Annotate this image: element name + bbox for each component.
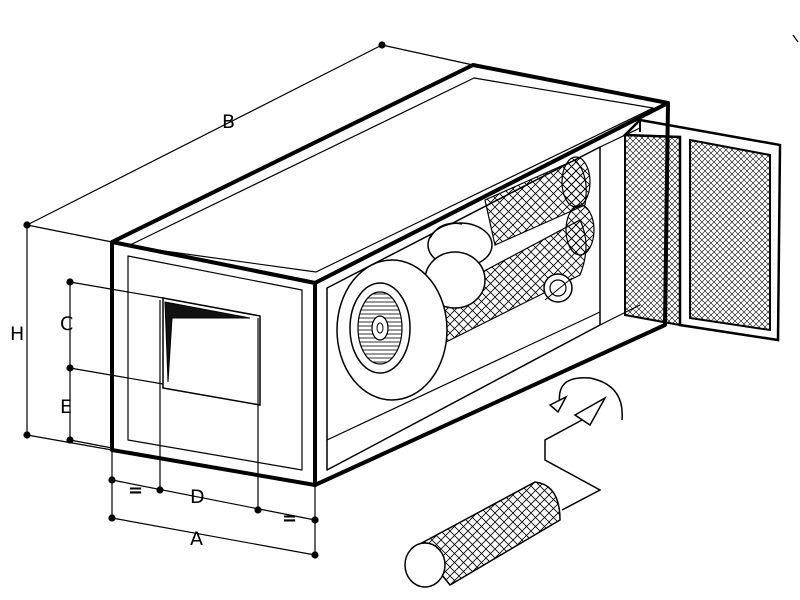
fan-drum-3: [429, 222, 463, 239]
dim-A-line: [111, 517, 316, 556]
rotation-indicator: [544, 377, 623, 511]
dim-D-line: [111, 479, 316, 521]
filter-panel: [689, 138, 771, 332]
label-B: B: [222, 111, 235, 133]
unit-top-inner: [127, 77, 654, 273]
outlet-frame: [162, 297, 261, 406]
blower-hub-inner: [376, 322, 384, 334]
label-eq-right: =: [282, 508, 297, 529]
dim-A-dot2: [311, 551, 319, 559]
label-A: A: [190, 528, 203, 550]
rotation-arc: [558, 377, 623, 421]
airflow-cone: [573, 396, 607, 427]
label-D: D: [190, 486, 205, 508]
label-eq-left: =: [128, 480, 143, 501]
dim-B-ext2: [381, 44, 474, 66]
dim-E-dot: [66, 436, 74, 444]
dim-B-line: [26, 44, 383, 226]
unit-front-inner: [127, 255, 303, 471]
dimension-lines: [23, 34, 799, 559]
cooling-coil: [429, 156, 595, 346]
dim-D-dot1: [108, 476, 116, 484]
supply-outlet: [162, 297, 261, 406]
coil-end-2: [565, 204, 595, 256]
dim-D-dot3: [254, 506, 262, 514]
coil-end-1: [561, 156, 591, 208]
dim-C-dot1: [66, 278, 74, 286]
dim-H-dot: [23, 431, 31, 439]
dim-D-dot4: [311, 516, 319, 524]
filter-section: [622, 118, 782, 342]
label-E: E: [60, 396, 72, 418]
filter-front: [624, 133, 681, 327]
cartridge-end: [404, 542, 446, 588]
dim-C-ext: [69, 281, 164, 299]
dim-edge-stub: [792, 34, 799, 43]
dim-D-dot2: [156, 486, 164, 494]
label-C: C: [60, 313, 73, 335]
dim-B-dot2: [378, 41, 386, 49]
blower-fan: [336, 259, 448, 401]
airflow-zigzag: [544, 419, 602, 511]
unit-floor-line-2: [599, 127, 641, 148]
dim-E-ext: [69, 439, 113, 449]
unit-floor-line: [326, 311, 601, 441]
rotation-arrowhead: [548, 395, 568, 414]
dim-CE-mid-ext: [69, 367, 164, 385]
cartridge-body: [416, 481, 561, 586]
outlet-shadow: [164, 301, 251, 383]
dim-B-ext1: [26, 224, 113, 243]
motor: [543, 273, 573, 303]
filter-cartridge: [404, 481, 561, 588]
dim-C-dot2: [66, 364, 74, 372]
dim-A-dot1: [108, 514, 116, 522]
label-H: H: [10, 323, 24, 345]
motor-mount: [544, 277, 573, 301]
motor-shaft: [549, 279, 567, 297]
filter-frame: [622, 118, 782, 342]
